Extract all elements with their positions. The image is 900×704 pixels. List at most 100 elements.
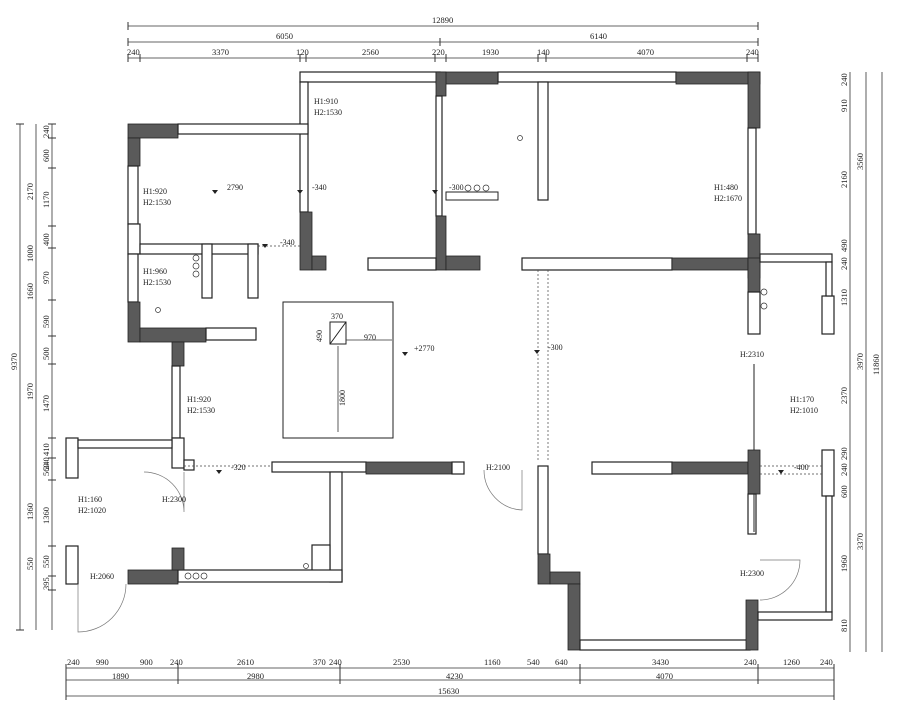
dim-top-seg-3: 120 [296,47,309,57]
dim-bot-3: 900 [140,657,153,667]
win-top-mid-h1: H1:910 [314,97,338,106]
dim-right-s12: 810 [839,619,849,632]
win-left-3-h2: H2:1530 [187,406,215,415]
dim-bot-r2-2: 2980 [247,671,264,681]
dim-left-s4: 400 [41,233,51,246]
win-left-2-h1: H1:960 [143,267,167,276]
win-left-1-h1: H1:920 [143,187,167,196]
dim-right-s3: 2160 [839,171,849,188]
dim-right-s11: 1960 [839,555,849,572]
win-left-1-h2: H2:1530 [143,198,171,207]
dim-bot-6: 370 [313,657,326,667]
dim-left-g2: 1660 [25,283,35,300]
dim-bot-12: 3430 [652,657,669,667]
dim-top-seg-1: 240 [127,47,140,57]
level-2: -340 [312,183,327,192]
level-5: +2770 [414,344,435,353]
win-left-2-h2: H2:1530 [143,278,171,287]
right-dimensions: 11860 3560 3970 3370 240 910 2160 490 24… [839,72,883,652]
dim-right-g1: 3560 [855,153,865,170]
dim-bot-14: 1260 [783,657,800,667]
dim-right-s8: 290 [839,447,849,460]
dim-bot-15: 240 [820,657,833,667]
dim-right-overall: 11860 [871,354,881,375]
door-notes: H:2310 H:2300 H:2100 H:2060 H:2300 [90,350,764,581]
win-right-mid-h1: H1:170 [790,395,814,404]
bottom-dimensions: 240 990 900 240 2610 370 240 2530 1160 5… [65,657,835,700]
dim-bot-11: 640 [555,657,568,667]
door-note-3: H:2100 [486,463,510,472]
dim-left-g1: 2170 [25,183,35,200]
level-7: -320 [231,463,246,472]
dim-overall-top: 12890 [432,15,453,25]
dim-bot-9: 1160 [484,657,501,667]
dim-left-s13: 550 [41,555,51,568]
dim-left-s9: 410 [41,443,51,456]
dim-left-g3: 1970 [25,383,35,400]
dim-bot-4: 240 [170,657,183,667]
fixtures [155,135,768,580]
dim-left-s3: 1170 [41,191,51,208]
dim-top-seg-4: 2560 [362,47,379,57]
dim-left-extra: 1000 [25,245,35,262]
door-note-5: H:2300 [740,569,764,578]
dim-bot-r2-3: 4230 [446,671,463,681]
dim-bot-5: 2610 [237,657,254,667]
dim-right-s6: 1310 [839,289,849,306]
dim-right-s9: 240 [839,463,849,476]
dim-right-g3: 3370 [855,533,865,550]
dim-right-g2: 3970 [855,353,865,370]
dim-left-s12: 1360 [41,507,51,524]
dim-bot-10: 540 [527,657,540,667]
dim-left-g5: 550 [25,557,35,570]
dim-left-s14: 395 [41,577,51,590]
dim-right-s4: 490 [839,239,849,252]
dim-bot-13: 240 [744,657,757,667]
dim-left-s11: 240 [41,457,51,470]
win-right-mid-h2: H2:1010 [790,406,818,415]
dim-top-left-group: 6050 [276,31,293,41]
dim-left-s7: 500 [41,347,51,360]
dim-right-s10: 600 [839,485,849,498]
dim-bot-r2-4: 4070 [656,671,673,681]
level-4: -340 [280,238,295,247]
dim-top-seg-2: 3370 [212,47,229,57]
win-left-4-h2: H2:1020 [78,506,106,515]
dashed-lines [184,245,822,475]
win-top-mid-h2: H2:1530 [314,108,342,117]
dim-left-s2: 600 [41,149,51,162]
door-note-1: H:2310 [740,350,764,359]
dim-bot-overall: 15630 [438,686,459,696]
top-dimensions: 12890 6050 6140 240 3370 120 2560 220 19… [127,15,759,62]
dim-bot-r2-1: 1890 [112,671,129,681]
level-1: 2790 [227,183,243,192]
dim-top-seg-9: 240 [746,47,759,57]
dim-left-s8: 1470 [41,395,51,412]
dim-top-seg-8: 4070 [637,47,654,57]
level-6: -300 [548,343,563,352]
dim-left-s1: 240 [41,125,51,138]
beam-height: 490 [315,330,324,342]
beam-depth: 970 [364,333,376,342]
dim-bot-2: 990 [96,657,109,667]
dim-right-s2: 910 [839,99,849,112]
dim-bot-7: 240 [329,657,342,667]
beam-box: 370 490 970 1800 [282,301,394,439]
win-left-3-h1: H1:920 [187,395,211,404]
beam-length: 1800 [338,390,347,406]
door-note-2: H:2300 [162,495,186,504]
dim-left-g4: 1360 [25,503,35,520]
dim-left-s10: 560 [41,463,51,476]
level-3: -300 [449,183,464,192]
win-right-top-h1: H1:480 [714,183,738,192]
dim-right-s5: 240 [839,257,849,270]
dim-left-overall: 9370 [9,353,19,370]
dim-left-s6: 590 [41,315,51,328]
dim-right-s1: 240 [839,73,849,86]
dim-top-seg-5: 220 [432,47,445,57]
dim-top-seg-6: 1930 [482,47,499,57]
dim-top-seg-7: 140 [537,47,550,57]
beam-width: 370 [331,312,343,321]
win-left-4-h1: H1:160 [78,495,102,504]
